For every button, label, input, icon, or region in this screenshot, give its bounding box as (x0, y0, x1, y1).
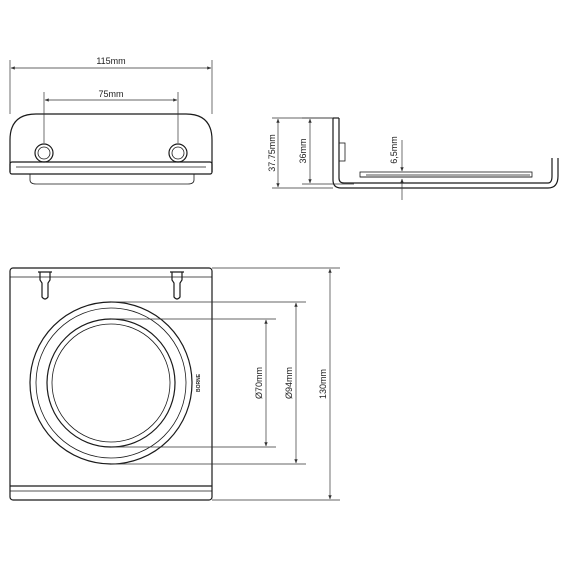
dim-ledge-thickness: 6,5mm (389, 136, 404, 200)
dim-height-back: 36mm (298, 117, 354, 185)
outer-diameter-label: Ø94mm (284, 367, 294, 399)
side-view (332, 117, 559, 189)
top-view: BORNE (9, 267, 213, 501)
right-mount-slot (170, 271, 184, 300)
dim-depth: 130mm (212, 267, 340, 501)
hole-spacing-label: 75mm (98, 89, 123, 99)
dim-inner-diameter: Ø70mm (111, 318, 276, 448)
right-mount-hole (168, 143, 188, 163)
ledge-thickness-label: 6,5mm (389, 136, 399, 164)
left-mount-hole (34, 143, 54, 163)
height-total-label: 37.75mm (267, 134, 277, 172)
brand-mark: BORNE (196, 373, 202, 392)
inner-ring (46, 318, 176, 448)
left-mount-slot (38, 271, 52, 300)
outer-ring (29, 301, 193, 465)
dim-hole-spacing: 75mm (43, 89, 179, 143)
depth-label: 130mm (318, 369, 328, 399)
dim-overall-width: 115mm (9, 56, 213, 114)
height-back-label: 36mm (298, 138, 308, 163)
inner-diameter-label: Ø70mm (254, 367, 264, 399)
dim-outer-diameter: Ø94mm (111, 301, 306, 465)
overall-width-label: 115mm (96, 56, 125, 66)
front-view (9, 113, 213, 185)
